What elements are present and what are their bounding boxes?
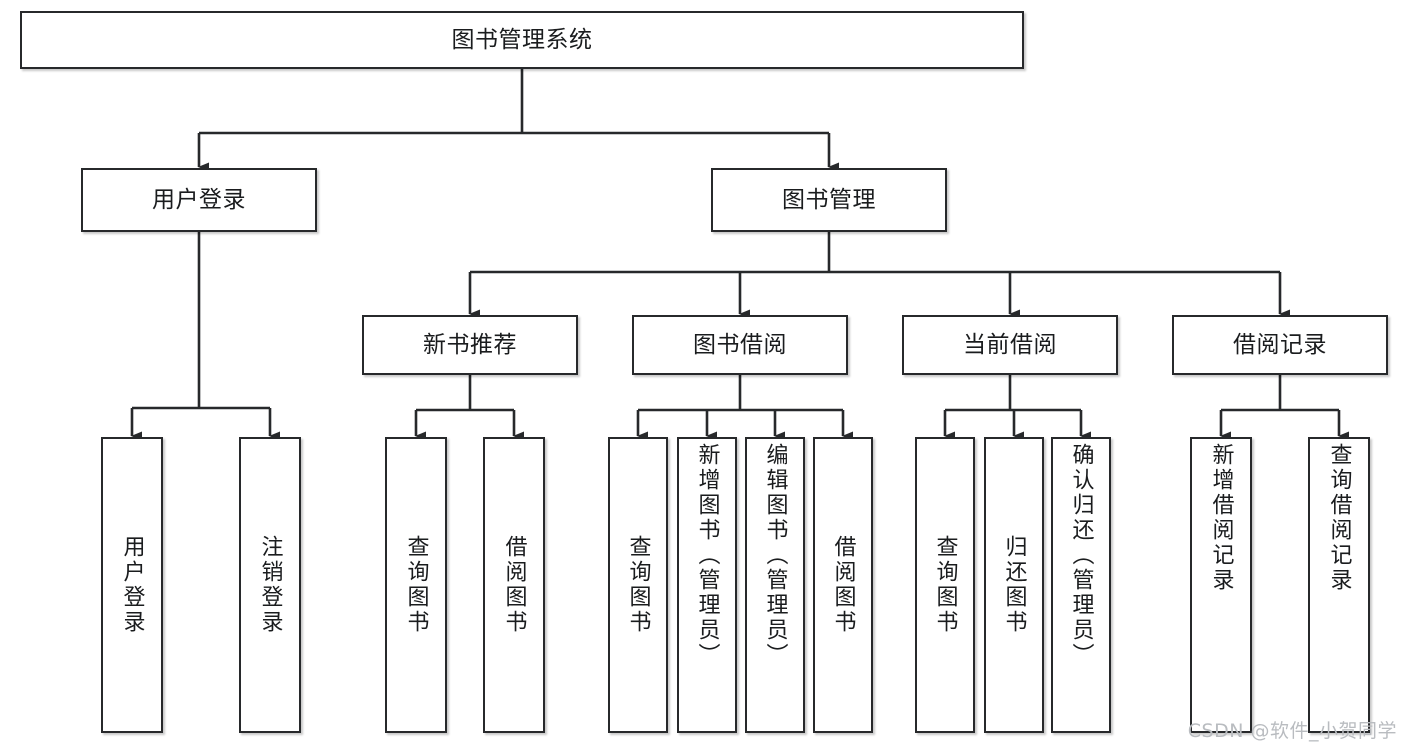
node-label: 查询借阅记录 xyxy=(1326,443,1352,593)
node-user-login[interactable]: 用户登录 xyxy=(81,168,317,232)
node-label: 归还图书 xyxy=(1001,535,1027,635)
node-label: 确认归还（管理员） xyxy=(1068,443,1094,668)
node-borrow-record[interactable]: 借阅记录 xyxy=(1172,315,1388,375)
node-leaf-recommend-borrow-book[interactable]: 借阅图书 xyxy=(483,437,545,733)
node-label: 编辑图书（管理员） xyxy=(762,443,788,668)
node-label: 用户登录 xyxy=(152,186,246,213)
node-leaf-user-login[interactable]: 用户登录 xyxy=(101,437,163,733)
node-current-borrow[interactable]: 当前借阅 xyxy=(902,315,1118,375)
node-label: 用户登录 xyxy=(119,535,145,635)
node-label: 当前借阅 xyxy=(963,331,1057,358)
node-leaf-record-add[interactable]: 新增借阅记录 xyxy=(1190,437,1252,733)
node-label: 借阅记录 xyxy=(1233,331,1327,358)
node-book-management[interactable]: 图书管理 xyxy=(711,168,947,232)
node-label: 查询图书 xyxy=(932,535,958,635)
node-label: 借阅图书 xyxy=(830,535,856,635)
node-leaf-record-query[interactable]: 查询借阅记录 xyxy=(1308,437,1370,733)
node-leaf-user-logout[interactable]: 注销登录 xyxy=(239,437,301,733)
node-label: 借阅图书 xyxy=(501,535,527,635)
node-leaf-current-return-book[interactable]: 归还图书 xyxy=(984,437,1044,733)
node-book-borrow[interactable]: 图书借阅 xyxy=(632,315,848,375)
node-root[interactable]: 图书管理系统 xyxy=(20,11,1024,69)
node-new-book-recommend[interactable]: 新书推荐 xyxy=(362,315,578,375)
node-leaf-borrow-borrow-book[interactable]: 借阅图书 xyxy=(813,437,873,733)
node-leaf-borrow-edit-book[interactable]: 编辑图书（管理员） xyxy=(745,437,805,733)
node-label: 图书管理 xyxy=(782,186,876,213)
node-label: 查询图书 xyxy=(403,535,429,635)
node-label: 新增借阅记录 xyxy=(1208,443,1234,593)
node-label: 注销登录 xyxy=(257,535,283,635)
watermark-text: CSDN @软件_小贺同学 xyxy=(1187,720,1397,742)
node-leaf-borrow-query-book[interactable]: 查询图书 xyxy=(608,437,668,733)
node-label: 新书推荐 xyxy=(423,331,517,358)
node-label: 查询图书 xyxy=(625,535,651,635)
node-leaf-current-confirm-return[interactable]: 确认归还（管理员） xyxy=(1051,437,1111,733)
node-leaf-borrow-add-book[interactable]: 新增图书（管理员） xyxy=(677,437,737,733)
node-leaf-recommend-query-book[interactable]: 查询图书 xyxy=(385,437,447,733)
node-label: 图书借阅 xyxy=(693,331,787,358)
node-label: 图书管理系统 xyxy=(451,26,593,53)
node-leaf-current-query-book[interactable]: 查询图书 xyxy=(915,437,975,733)
node-label: 新增图书（管理员） xyxy=(694,443,720,668)
